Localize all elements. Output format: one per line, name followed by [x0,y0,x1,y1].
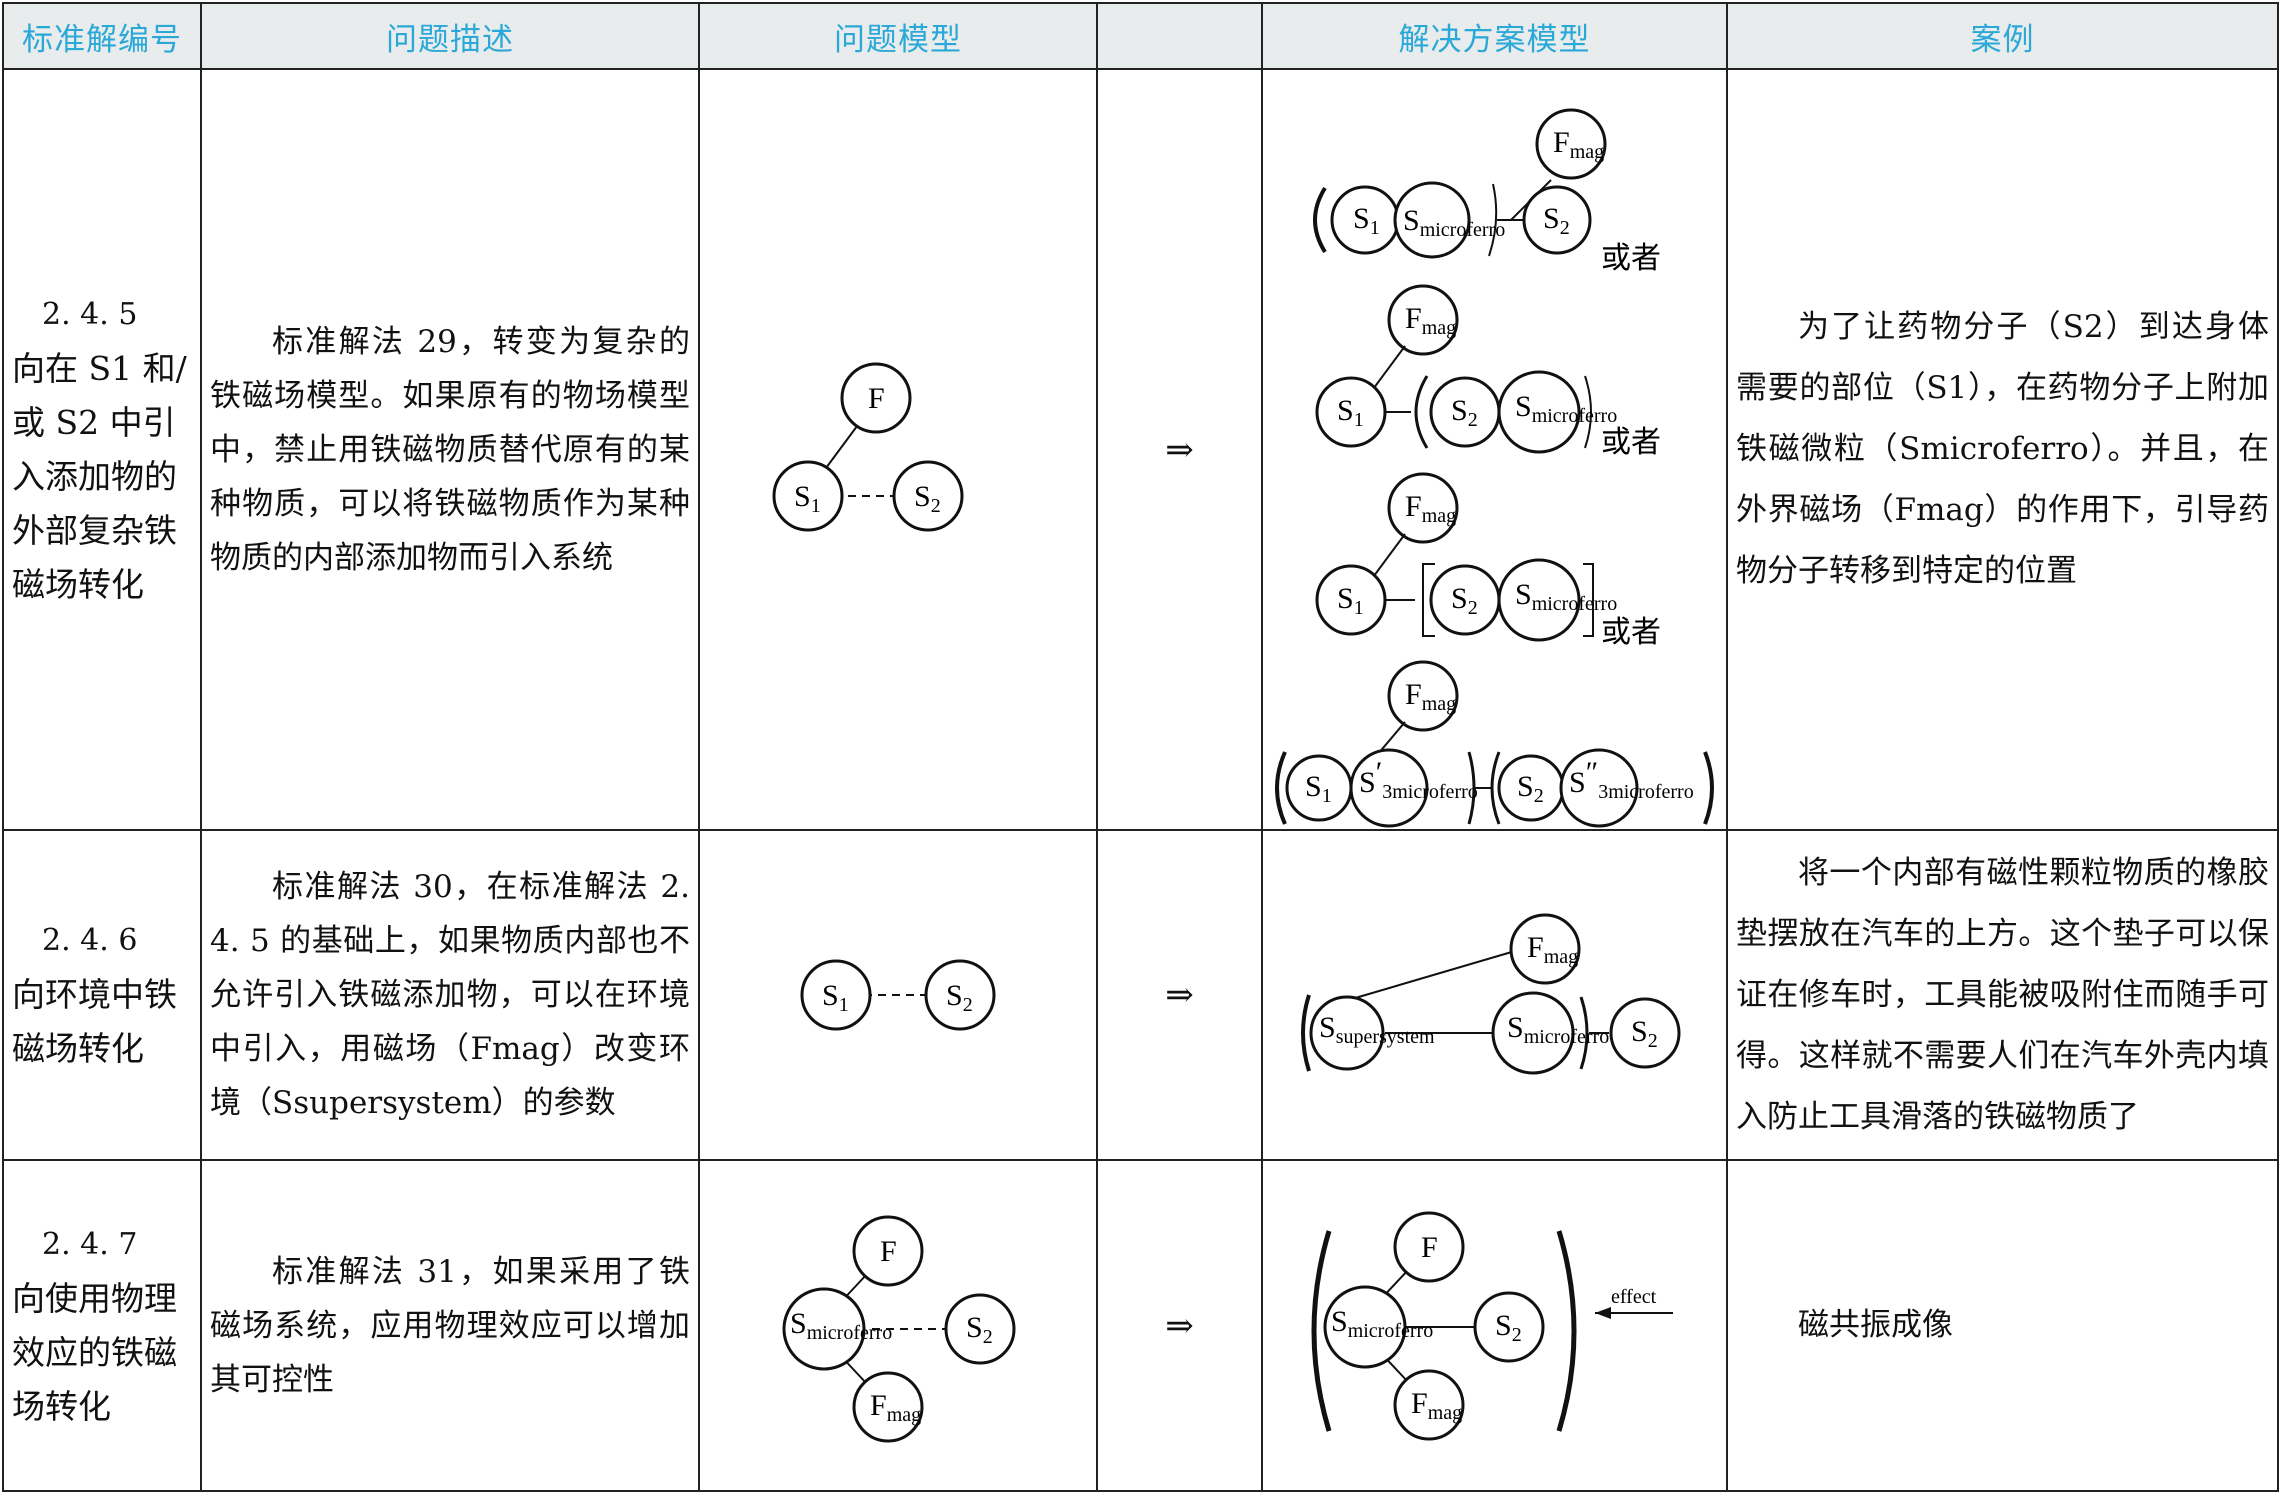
svg-text:S2: S2 [1517,770,1544,807]
svg-text:Fmag: Fmag [1553,126,1604,163]
solution-variant: Fmag S1 S′3microferro S2 S″3microferro [1274,660,1714,827]
table-row: 2. 4. 5 向在 S1 和/或 S2 中引入添加物的外部复杂铁磁场转化 标准… [2,68,2279,831]
table-row: 2. 4. 6 向环境中铁磁场转化 标准解法 30，在标准解法 2. 4. 5 … [2,829,2279,1161]
solution-model-cell: Fmag S1 Smicroferro S2 或者 [1261,68,1728,831]
svg-text:S1: S1 [1353,202,1380,239]
header-solution: 解决方案模型 [1261,2,1728,70]
solution-title: 向使用物理效应的铁磁场转化 [12,1278,177,1426]
svg-text:S2: S2 [966,1311,993,1348]
problem-model-diagram: S1 S2 [800,959,996,1031]
svg-text:S″3microferro: S″3microferro [1569,756,1694,803]
or-label: 或者 [1601,615,1661,650]
problem-model-cell: S1 S2 [698,829,1098,1161]
field-node [840,362,912,433]
solution-id-cell: 2. 4. 6 向环境中铁磁场转化 [2,829,202,1161]
svg-text:S2: S2 [1631,1015,1658,1052]
header-id: 标准解编号 [2,2,202,70]
solution-variant: Fmag S1 S2 Smicroferro 或者 [1315,472,1661,650]
solution-id-cell: 2. 4. 5 向在 S1 和/或 S2 中引入添加物的外部复杂铁磁场转化 [2,68,202,831]
case-example: 磁共振成像 [1726,1159,2279,1492]
svg-text:Smicroferro: Smicroferro [1507,1011,1609,1048]
problem-model-cell: F Smicroferro S2 Fmag [698,1159,1098,1492]
header-row: 标准解编号 问题描述 问题模型 解决方案模型 案例 [2,2,2279,70]
problem-model-diagram: F S1 S2 [772,362,964,531]
transform-arrow: ⇒ [1096,68,1263,831]
svg-text:Smicroferro: Smicroferro [1331,1305,1433,1342]
svg-text:S1: S1 [1305,770,1332,807]
svg-text:Fmag: Fmag [1411,1387,1462,1424]
substance-node [772,460,844,531]
svg-text:S2: S2 [946,979,973,1016]
effect-label: effect [1611,1286,1657,1308]
solution-number: 2. 4. 5 [42,296,138,332]
problem-description: 标准解法 29，转变为复杂的铁磁场模型。如果原有的物场模型中，禁止用铁磁物质替代… [200,68,700,831]
svg-text:Fmag: Fmag [1405,302,1456,339]
substance-node [924,959,996,1031]
problem-model-diagram: F Smicroferro S2 Fmag [782,1215,1016,1442]
svg-text:S2: S2 [1543,202,1570,239]
svg-text:Ssupersystem: Ssupersystem [1319,1011,1435,1048]
solution-model-cell: F Smicroferro S2 Fmag effect [1261,1159,1728,1492]
svg-text:Fmag: Fmag [1527,931,1578,968]
solution-variant: Fmag S1 S2 Smicroferro 或者 [1315,284,1661,460]
svg-text:Fmag: Fmag [1405,678,1456,715]
case-example: 将一个内部有磁性颗粒物质的橡胶垫摆放在汽车的上方。这个垫子可以保证在修车时，工具… [1726,829,2279,1161]
problem-description: 标准解法 31，如果采用了铁磁场系统，应用物理效应可以增加其可控性 [200,1159,700,1492]
problem-description: 标准解法 30，在标准解法 2. 4. 5 的基础上，如果物质内部也不允许引入铁… [200,829,700,1161]
node-label: S1 [794,480,821,517]
solution-model-cell: Fmag Ssupersystem Smicroferro S2 [1261,829,1728,1161]
transform-arrow: ⇒ [1096,1159,1263,1492]
svg-text:S2: S2 [1451,394,1478,431]
node-label: S2 [914,480,941,517]
svg-text:S2: S2 [1495,1309,1522,1346]
svg-text:Smicroferro: Smicroferro [1403,204,1505,241]
transform-arrow: ⇒ [1096,829,1263,1161]
or-label: 或者 [1601,241,1661,276]
table-row: 2. 4. 7 向使用物理效应的铁磁场转化 标准解法 31，如果采用了铁磁场系统… [2,1159,2279,1492]
svg-text:F: F [880,1235,897,1268]
svg-text:S1: S1 [1337,394,1364,431]
solution-title: 向环境中铁磁场转化 [12,975,177,1068]
header-problem: 问题描述 [200,2,700,70]
header-arrow-blank [1096,2,1263,70]
svg-text:Fmag: Fmag [870,1389,921,1426]
svg-text:F: F [1421,1231,1438,1264]
header-model: 问题模型 [698,2,1098,70]
svg-text:S2: S2 [1451,582,1478,619]
substance-node [892,460,964,531]
substance-node [800,959,872,1031]
header-case: 案例 [1726,2,2279,70]
svg-text:Smicroferro: Smicroferro [1515,390,1617,427]
or-label: 或者 [1601,425,1661,460]
node-label: F [868,382,885,415]
case-example: 为了让药物分子（S2）到达身体需要的部位（S1），在药物分子上附加铁磁微粒（Sm… [1726,68,2279,831]
solution-model-diagram: Fmag Ssupersystem Smicroferro S2 [1300,913,1680,1075]
svg-text:Smicroferro: Smicroferro [1515,578,1617,615]
problem-model-cell: F S1 S2 [698,68,1098,831]
svg-text:S′3microferro: S′3microferro [1359,756,1478,803]
solution-model-diagram: Fmag S1 Smicroferro S2 或者 [1274,108,1714,827]
solution-number: 2. 4. 6 [42,923,138,958]
svg-text:S1: S1 [1337,582,1364,619]
svg-text:S1: S1 [822,979,849,1016]
svg-text:Smicroferro: Smicroferro [790,1307,892,1344]
solution-model-diagram: F Smicroferro S2 Fmag effect [1311,1211,1673,1440]
solution-title: 向在 S1 和/或 S2 中引入添加物的外部复杂铁磁场转化 [12,348,187,604]
svg-text:Fmag: Fmag [1405,490,1456,527]
solution-id-cell: 2. 4. 7 向使用物理效应的铁磁场转化 [2,1159,202,1492]
solution-number: 2. 4. 7 [42,1226,138,1262]
solution-variant: Fmag S1 Smicroferro S2 或者 [1312,108,1661,276]
